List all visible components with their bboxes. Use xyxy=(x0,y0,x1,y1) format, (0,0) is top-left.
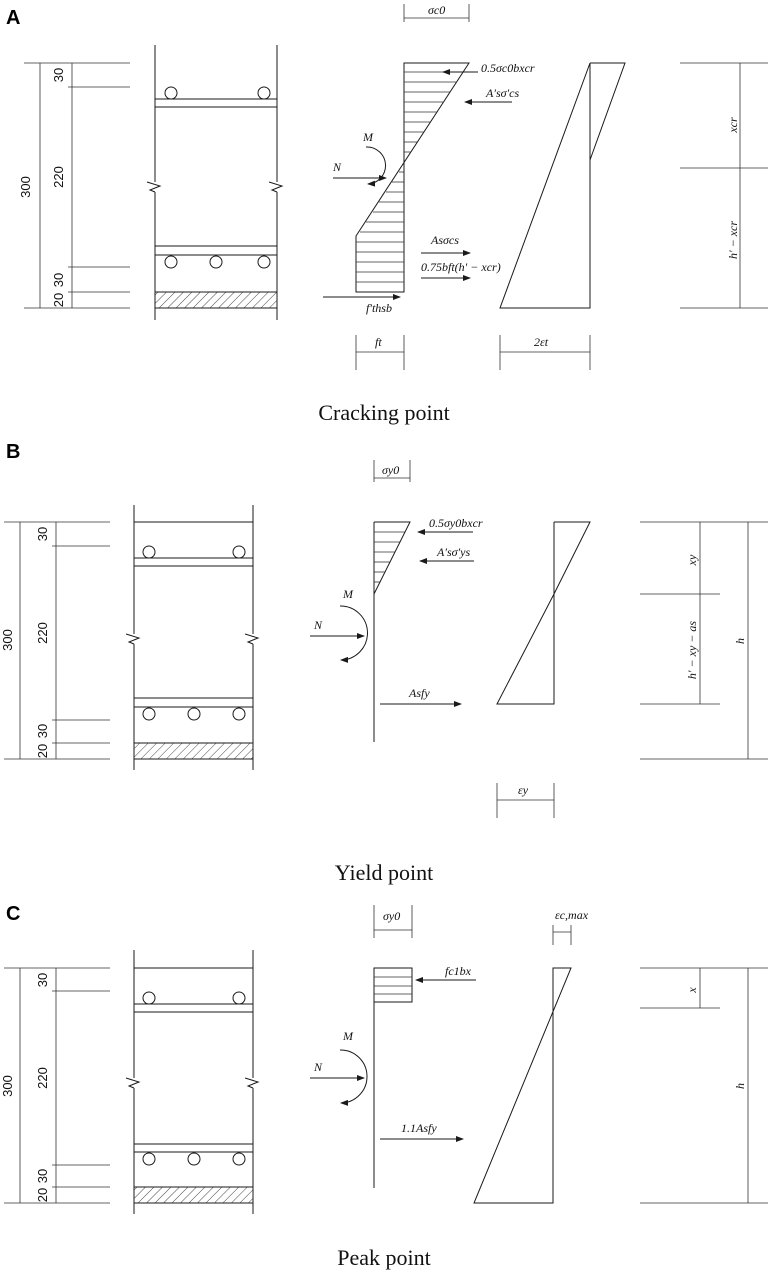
dim-30-top: 30 xyxy=(51,68,66,82)
dim-total: 300 xyxy=(0,629,15,651)
strain-bottom-label: 2εt xyxy=(534,335,549,349)
dimension-lines: 300 30 220 30 20 xyxy=(0,521,110,760)
strain-diagram: εc,max xyxy=(473,908,589,1204)
rebar-top-1 xyxy=(164,86,178,100)
panel-caption: Peak point xyxy=(337,1245,431,1270)
rebar-top-1 xyxy=(142,545,156,559)
depth-dimensions: x h xyxy=(640,967,768,1204)
rebar-bottom-3 xyxy=(232,1152,246,1166)
dim-30-top: 30 xyxy=(35,973,50,987)
frp-layer xyxy=(133,1186,254,1204)
strain-diagram: 2εt xyxy=(499,62,626,370)
axial-label: N xyxy=(313,1060,323,1074)
panel-letter: C xyxy=(6,903,20,925)
axial-label: N xyxy=(332,160,342,174)
rebar-bottom-3 xyxy=(257,255,271,269)
tension-steel-label: 1.1Asfy xyxy=(401,1121,437,1135)
compression-steel-label: A′sσ′cs xyxy=(485,86,519,100)
rebar-bottom-2 xyxy=(187,1152,201,1166)
dimension-lines: 300 30 220 30 20 xyxy=(18,62,130,309)
rebar-top-2 xyxy=(257,86,271,100)
tension-steel-label: Asσcs xyxy=(430,233,459,247)
depth-dimensions: xy h′ − xy − as h xyxy=(640,521,768,760)
stress-diagram: σy0 fc1bx M N 1.1Asfy xyxy=(310,905,476,1188)
moment-label: M xyxy=(362,130,374,144)
dim-220: 220 xyxy=(51,166,66,188)
stress-diagram: σc0 0.5σc0bxcr A′sσ′cs M xyxy=(323,3,535,370)
depth-lower-label: h′ − xcr xyxy=(726,221,740,259)
stress-top-label: σy0 xyxy=(383,909,400,923)
stress-top-label: σy0 xyxy=(382,463,399,477)
dim-30-bot: 30 xyxy=(35,724,50,738)
cross-section xyxy=(146,45,284,320)
frp-layer xyxy=(154,291,278,309)
dim-30-bot: 30 xyxy=(35,1169,50,1183)
strain-top-label: εc,max xyxy=(555,908,589,922)
depth-dimensions: xcr h′ − xcr xyxy=(680,62,768,309)
stress-bottom-label: ft xyxy=(375,335,382,349)
rebar-bottom-1 xyxy=(164,255,178,269)
compression-force-label: 0.5σc0bxcr xyxy=(481,61,535,75)
tension-concrete-label: 0.75bft(h′ − xcr) xyxy=(421,260,501,274)
dimension-lines: 300 30 220 30 20 xyxy=(0,967,110,1204)
dim-20: 20 xyxy=(35,1188,50,1202)
stress-top-label: σc0 xyxy=(428,3,445,17)
strain-diagram: εy xyxy=(496,521,591,818)
panel-letter: B xyxy=(6,441,20,463)
strain-bottom-label: εy xyxy=(518,783,529,797)
depth-upper-label: xcr xyxy=(726,117,740,134)
compression-steel-label: A′sσ′ys xyxy=(436,545,470,559)
axial-label: N xyxy=(313,618,323,632)
dim-total: 300 xyxy=(18,176,33,198)
height-label: h xyxy=(733,638,747,644)
dim-20: 20 xyxy=(51,293,66,307)
stress-diagram: σy0 0.5σy0bxcr A′sσ′ys M N Asfy xyxy=(310,460,483,742)
dim-30-bot: 30 xyxy=(51,273,66,287)
compression-force-label: 0.5σy0bxcr xyxy=(429,516,483,530)
rebar-bottom-2 xyxy=(209,255,223,269)
moment-label: M xyxy=(342,587,354,601)
cross-section xyxy=(125,950,260,1214)
dim-220: 220 xyxy=(35,622,50,644)
height-label: h xyxy=(733,1083,747,1089)
depth-lower-label: h′ − xy − as xyxy=(685,621,699,679)
dim-30-top: 30 xyxy=(35,527,50,541)
dim-20: 20 xyxy=(35,744,50,758)
frp-layer xyxy=(133,742,254,760)
rebar-top-2 xyxy=(232,545,246,559)
rebar-top-1 xyxy=(142,991,156,1005)
tension-steel-label: Asfy xyxy=(408,686,430,700)
dim-total: 300 xyxy=(0,1075,15,1097)
rebar-top-2 xyxy=(232,991,246,1005)
panel-caption: Yield point xyxy=(335,860,433,885)
panel-b: B 300 30 220 30 20 xyxy=(0,441,768,885)
rebar-bottom-1 xyxy=(142,707,156,721)
panel-a: A 300 30 220 30 20 xyxy=(6,3,768,425)
compression-force-label: fc1bx xyxy=(445,964,472,978)
depth-upper-label: xy xyxy=(685,554,699,566)
frp-force-label: f′thsb xyxy=(366,301,392,315)
panel-caption: Cracking point xyxy=(318,400,449,425)
depth-upper-label: x xyxy=(685,987,699,994)
rebar-bottom-1 xyxy=(142,1152,156,1166)
panel-c: C 300 30 220 30 20 xyxy=(0,903,768,1270)
panel-letter: A xyxy=(6,7,20,29)
dim-220: 220 xyxy=(35,1067,50,1089)
cross-section xyxy=(125,505,260,770)
rebar-bottom-2 xyxy=(187,707,201,721)
moment-label: M xyxy=(342,1029,354,1043)
rebar-bottom-3 xyxy=(232,707,246,721)
